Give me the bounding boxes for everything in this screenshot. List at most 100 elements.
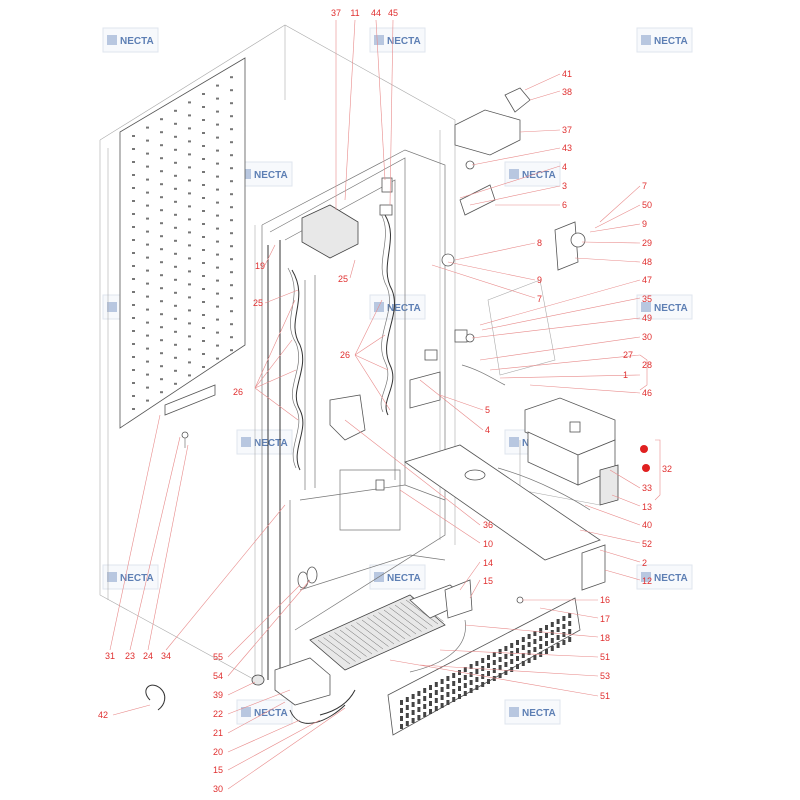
callout-label: 15 <box>483 576 493 586</box>
watermark-text: NECTA <box>654 573 688 584</box>
callout-label: 9 <box>537 275 542 285</box>
callout-label: 39 <box>213 690 223 700</box>
callout-label: 52 <box>642 539 652 549</box>
callout-label: 49 <box>642 313 652 323</box>
cabinet-body <box>99 24 456 685</box>
side-panel-perforated <box>119 57 246 429</box>
callout-label: 43 <box>562 143 572 153</box>
necta-logo: NECTA <box>636 564 693 590</box>
callout-label: 44 <box>371 8 381 18</box>
callout-label: 7 <box>537 294 542 304</box>
callout-label: 30 <box>642 332 652 342</box>
callout-label: 47 <box>642 275 652 285</box>
callout-label: 27 <box>623 350 633 360</box>
kick-plate-grille <box>400 613 572 729</box>
callout-label: 13 <box>642 502 652 512</box>
callout-label: 17 <box>600 614 610 624</box>
necta-logo: NECTA <box>236 429 293 455</box>
callout-label: 41 <box>562 69 572 79</box>
callout-label: 26 <box>340 350 350 360</box>
callout-label: 37 <box>331 8 341 18</box>
callout-label: 38 <box>562 87 572 97</box>
necta-logo: NECTA <box>102 564 159 590</box>
watermark-text: NECTA <box>387 36 421 47</box>
callout-label: 5 <box>485 405 490 415</box>
necta-logo: NECTA <box>102 27 159 53</box>
red-dot-marker <box>642 464 650 472</box>
callout-label: 12 <box>642 576 652 586</box>
electronics-module <box>519 397 650 506</box>
watermark-text: NECTA <box>387 303 421 314</box>
callout-label: 4 <box>562 162 567 172</box>
callout-label: 45 <box>388 8 398 18</box>
callout-label: 7 <box>642 181 647 191</box>
necta-logo: NECTA <box>504 161 561 187</box>
necta-logo: NECTA <box>636 294 693 320</box>
callout-label: 51 <box>600 652 610 662</box>
callout-label: 4 <box>485 425 490 435</box>
callout-label: 48 <box>642 257 652 267</box>
callout-label: 54 <box>213 671 223 681</box>
callout-label: 19 <box>255 261 265 271</box>
red-dot-marker <box>640 445 648 453</box>
callout-label: 11 <box>350 8 359 18</box>
callout-label: 50 <box>642 200 652 210</box>
callout-label: 8 <box>537 238 542 248</box>
bottom-tray <box>404 444 606 591</box>
callout-label: 20 <box>213 747 223 757</box>
necta-logo: NECTA <box>504 699 561 725</box>
watermark-text: NECTA <box>654 303 688 314</box>
callout-label: 21 <box>213 728 223 738</box>
callout-label: 33 <box>642 483 652 493</box>
watermark-text: NECTA <box>654 36 688 47</box>
perforation-pattern <box>132 76 233 410</box>
callout-label: 26 <box>233 387 243 397</box>
watermark-text: NECTA <box>254 438 288 449</box>
callout-label: 28 <box>642 360 652 370</box>
callout-label: 16 <box>600 595 610 605</box>
callout-label: 3 <box>562 181 567 191</box>
callout-label: 22 <box>213 709 223 719</box>
watermark-text: NECTA <box>522 708 556 719</box>
necta-logo: NECTA <box>369 294 426 320</box>
callout-label: 18 <box>600 633 610 643</box>
callout-label: 2 <box>642 558 647 568</box>
callout-label: 9 <box>642 219 647 229</box>
callout-label: 32 <box>662 464 672 474</box>
callout-label: 51 <box>600 691 610 701</box>
callout-label: 34 <box>161 651 171 661</box>
watermark-text: NECTA <box>387 573 421 584</box>
callout-label: 10 <box>483 539 493 549</box>
necta-logo: NECTA <box>236 699 293 725</box>
callout-label: 25 <box>338 274 348 284</box>
callout-label: 35 <box>642 294 652 304</box>
necta-logo: NECTA <box>636 27 693 53</box>
callout-numbers: 37 11 44 45 41 38 37 43 4 3 6 7 50 9 29 … <box>98 8 672 794</box>
callout-label: 53 <box>600 671 610 681</box>
callout-label: 25 <box>253 298 263 308</box>
callout-label: 42 <box>98 710 108 720</box>
callout-label: 46 <box>642 388 652 398</box>
callout-label: 24 <box>143 651 153 661</box>
watermark-text: NECTA <box>120 573 154 584</box>
callout-label: 6 <box>562 200 567 210</box>
callout-label: 55 <box>213 652 223 662</box>
lower-parts <box>145 431 581 736</box>
callout-label: 15 <box>213 765 223 775</box>
floor-grille <box>317 597 444 665</box>
callout-label: 23 <box>125 651 135 661</box>
watermark-text: NECTA <box>254 170 288 181</box>
callout-label: 36 <box>483 520 493 530</box>
callout-label: 31 <box>105 651 115 661</box>
callout-label: 29 <box>642 238 652 248</box>
callout-label: 40 <box>642 520 652 530</box>
top-parts <box>301 87 586 271</box>
leader-lines <box>109 19 661 790</box>
mid-parts <box>329 279 556 491</box>
watermark-text: NECTA <box>120 36 154 47</box>
watermark-text: NECTA <box>254 708 288 719</box>
necta-logo: NECTA <box>369 27 426 53</box>
callout-label: 1 <box>623 370 628 380</box>
callout-label: 14 <box>483 558 493 568</box>
